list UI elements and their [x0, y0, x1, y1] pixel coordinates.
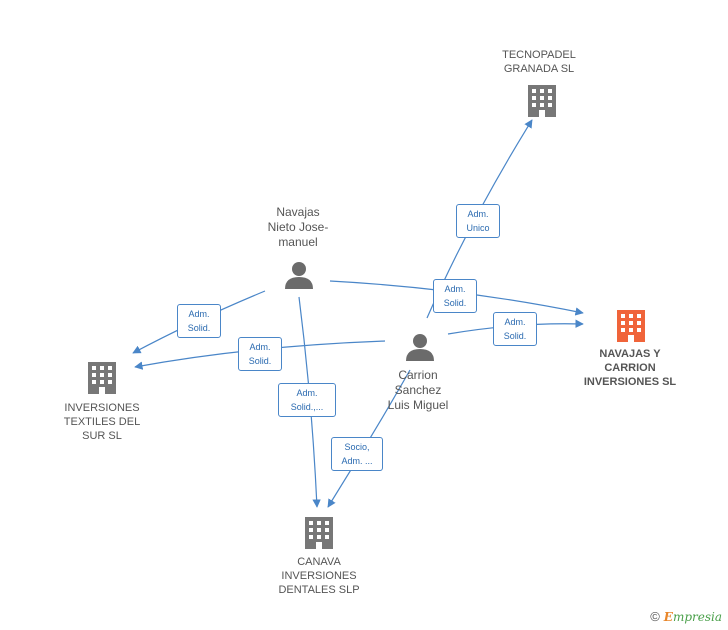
label-line: Nieto Jose-: [267, 220, 329, 234]
label-line: Sanchez: [394, 383, 442, 397]
building-icon-tecnopadel[interactable]: [528, 85, 556, 117]
label-line: INVERSIONES SL: [583, 376, 677, 388]
building-icon-canava[interactable]: [305, 517, 333, 549]
brand-name: mpresia: [672, 610, 722, 624]
label-line: Navajas: [276, 205, 320, 219]
brand-logo-letter: E: [663, 610, 673, 624]
edge-label-line: Solid.: [248, 356, 272, 366]
node-label-tecnopadel[interactable]: TECNOPADEL GRANADA SL: [493, 48, 585, 76]
edge-label-line: Solid.: [187, 323, 211, 333]
label-line: GRANADA SL: [503, 63, 575, 75]
person-icon-carrion-sanchez[interactable]: [406, 334, 434, 361]
node-label-navajas-carrion[interactable]: NAVAJAS Y CARRION INVERSIONES SL: [575, 347, 685, 389]
label-line: NAVAJAS Y: [599, 348, 661, 360]
label-line: DENTALES SLP: [278, 584, 360, 596]
edge-label-line: Adm.: [249, 342, 271, 352]
edge-label-line: Adm.: [296, 388, 318, 398]
edge-label-line: Unico: [466, 223, 490, 233]
label-line: TECNOPADEL: [502, 49, 576, 61]
label-line: CANAVA: [297, 556, 341, 568]
node-label-carrion-sanchez[interactable]: Carrion Sanchez Luis Miguel: [370, 368, 466, 413]
empresia-brand[interactable]: ©Empresia: [650, 609, 722, 624]
label-line: SUR SL: [82, 430, 122, 442]
building-icon-inversiones-textiles[interactable]: [88, 362, 116, 394]
edge-label-socio-adm-carrion-canava[interactable]: Socio, Adm. ...: [331, 437, 383, 471]
edge-label-adm-solid-navajas-canava[interactable]: Adm. Solid.,...: [278, 383, 336, 417]
building-icon-navajas-carrion[interactable]: [617, 310, 645, 342]
edge-label-line: Adm.: [188, 309, 210, 319]
label-line: Carrion: [398, 368, 438, 382]
node-label-inversiones-textiles[interactable]: INVERSIONES TEXTILES DEL SUR SL: [52, 401, 152, 443]
person-icon-navajas-nieto[interactable]: [285, 262, 313, 289]
edge-label-line: Adm. ...: [341, 456, 373, 466]
edge-label-line: Socio,: [344, 442, 370, 452]
edge-label-line: Solid.,...: [290, 402, 324, 412]
label-line: INVERSIONES: [281, 570, 357, 582]
label-line: CARRION: [604, 362, 656, 374]
edge-label-line: Adm.: [504, 317, 526, 327]
edge-label-line: Adm.: [444, 284, 466, 294]
edge-label-adm-solid-carrion-textiles[interactable]: Adm. Solid.: [238, 337, 282, 371]
copyright-icon: ©: [650, 609, 660, 624]
label-line: manuel: [278, 235, 318, 249]
edge-label-adm-solid-navajas-textiles[interactable]: Adm. Solid.: [177, 304, 221, 338]
edge-label-line: Solid.: [443, 298, 467, 308]
label-line: Luis Miguel: [387, 398, 449, 412]
node-label-navajas-nieto[interactable]: Navajas Nieto Jose- manuel: [250, 205, 346, 250]
edge-label-adm-unico[interactable]: Adm. Unico: [456, 204, 500, 238]
edge-label-adm-solid-navajas-main[interactable]: Adm. Solid.: [433, 279, 477, 313]
edge-label-line: Adm.: [467, 209, 489, 219]
edge-label-line: Solid.: [503, 331, 527, 341]
edge-label-adm-solid-carrion-main[interactable]: Adm. Solid.: [493, 312, 537, 346]
node-label-canava[interactable]: CANAVA INVERSIONES DENTALES SLP: [269, 555, 369, 597]
label-line: TEXTILES DEL: [63, 416, 141, 428]
label-line: INVERSIONES: [64, 402, 140, 414]
